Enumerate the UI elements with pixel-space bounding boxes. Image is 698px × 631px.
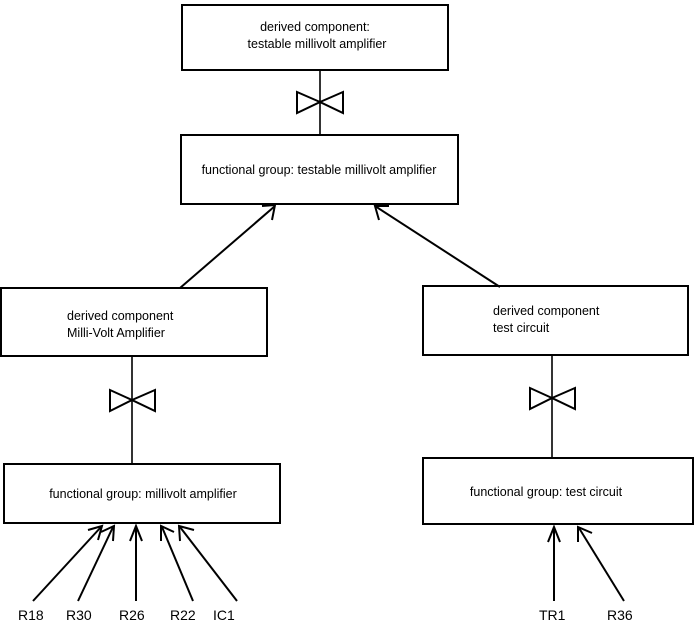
box-label-line1: derived component	[67, 309, 174, 323]
arrow-milli-volt-amp-to-fg-testable[interactable]	[179, 203, 277, 289]
arrowhead-open-icon	[87, 524, 104, 541]
box-label-line2: testable millivolt amplifier	[248, 37, 387, 51]
leaf-label-r22: R22	[170, 607, 196, 623]
arrow-r36-to-fg-test-circuit[interactable]	[577, 525, 625, 602]
node-derived-test-circuit[interactable]: derived component test circuit	[422, 285, 689, 356]
leaf-label-r18: R18	[18, 607, 44, 623]
arrow-test-circuit-to-fg-testable[interactable]	[373, 205, 501, 288]
arrowhead-open-icon	[177, 524, 195, 542]
bowtie-left-triangle-icon	[529, 386, 555, 411]
arrow-shaft	[374, 205, 501, 288]
bowtie-right-triangle-icon	[129, 388, 156, 413]
arrow-shaft	[179, 205, 276, 289]
box-label-line1: functional group: test circuit	[470, 485, 623, 499]
leaf-label-r26: R26	[119, 607, 145, 623]
node-fg-millivolt-amplifier[interactable]: functional group: millivolt amplifier	[3, 463, 281, 524]
arrowhead-open-icon	[547, 524, 561, 543]
leaf-label-ic1: IC1	[213, 607, 235, 623]
arrow-r22-to-fg-millivolt[interactable]	[160, 524, 194, 602]
node-derived-testable-millivolt-amplifier[interactable]: derived component: testable millivolt am…	[181, 4, 449, 71]
arrowhead-open-icon	[373, 205, 389, 221]
box-fg-millivolt-amplifier[interactable]	[3, 463, 281, 524]
arrow-shaft	[578, 527, 625, 602]
connector-bowtie-left[interactable]	[109, 356, 156, 464]
arrowhead-open-icon	[160, 524, 175, 541]
box-fg-test-circuit[interactable]	[422, 457, 694, 525]
box-fg-testable-millivolt-amplifier[interactable]	[180, 134, 459, 205]
arrow-shaft	[77, 526, 114, 602]
node-fg-test-circuit[interactable]: functional group: test circuit	[422, 457, 694, 525]
leaf-label-r36: R36	[607, 607, 633, 623]
bowtie-left-triangle-icon	[296, 90, 323, 115]
box-label-line1: derived component	[493, 304, 600, 318]
connector-bowtie-top[interactable]	[296, 70, 344, 135]
arrow-r18-to-fg-millivolt[interactable]	[32, 524, 104, 602]
arrowhead-open-icon	[261, 203, 277, 221]
bowtie-left-triangle-icon	[109, 388, 135, 413]
box-label-line2: Milli-Volt Amplifier	[67, 326, 165, 340]
arrow-shaft	[32, 526, 102, 602]
box-label-line1: derived component:	[260, 20, 370, 34]
box-derived-milli-volt-amplifier[interactable]	[0, 287, 268, 357]
box-label-line1: functional group: testable millivolt amp…	[202, 163, 437, 177]
bowtie-right-triangle-icon	[549, 386, 576, 411]
arrow-r26-to-fg-millivolt[interactable]	[129, 523, 143, 601]
arrowhead-open-icon	[129, 523, 143, 542]
arrowhead-open-icon	[577, 525, 593, 542]
node-derived-milli-volt-amplifier[interactable]: derived component Milli-Volt Amplifier	[0, 287, 268, 357]
node-fg-testable-millivolt-amplifier[interactable]: functional group: testable millivolt amp…	[180, 134, 459, 205]
connector-bowtie-right[interactable]	[529, 355, 576, 458]
bowtie-right-triangle-icon	[317, 90, 344, 115]
arrow-shaft	[179, 526, 238, 602]
box-label-line1: functional group: millivolt amplifier	[49, 487, 237, 501]
leaf-label-r30: R30	[66, 607, 92, 623]
arrow-tr1-to-fg-test-circuit[interactable]	[547, 524, 561, 601]
arrow-ic1-to-fg-millivolt[interactable]	[177, 524, 238, 602]
box-derived-testable-millivolt-amplifier[interactable]	[181, 4, 449, 71]
arrowhead-open-icon	[100, 524, 116, 542]
leaf-label-tr1: TR1	[539, 607, 566, 623]
box-label-line2: test circuit	[493, 321, 550, 335]
arrow-shaft	[161, 526, 194, 602]
arrow-r30-to-fg-millivolt[interactable]	[77, 524, 116, 602]
box-derived-test-circuit[interactable]	[422, 285, 689, 356]
